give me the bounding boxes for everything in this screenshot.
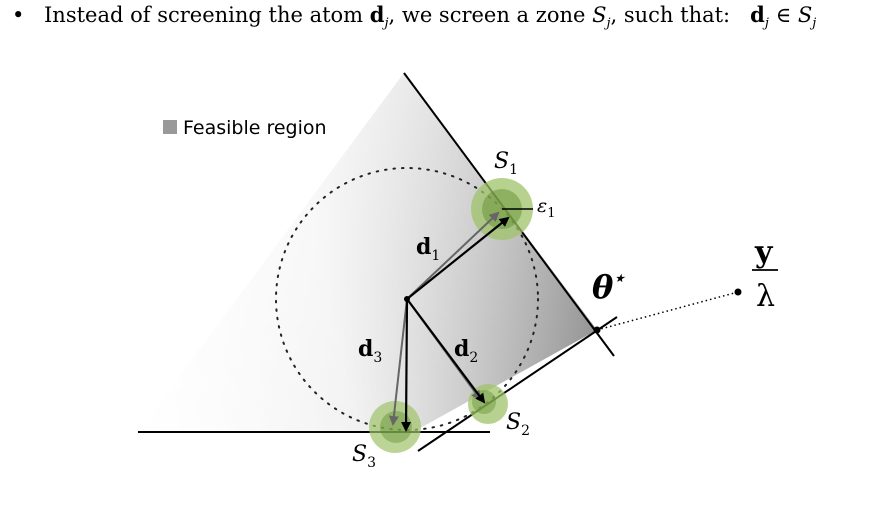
feasible-region-highlight [140, 73, 597, 432]
legend-label: Feasible region [183, 117, 327, 139]
d1-gray-arrow [406, 211, 500, 300]
zone-s3-core [380, 411, 412, 443]
condition-lhs-index: j [764, 16, 769, 31]
center-point [404, 296, 410, 302]
label-d2: d2 [454, 336, 478, 366]
label-s2: S2 [506, 410, 530, 439]
d3-arrow [401, 298, 412, 432]
projection-line [596, 291, 739, 331]
zone-symbol: S [592, 3, 607, 27]
bullet-statement: •Instead of screening the atom dj, we sc… [12, 2, 816, 36]
label-lambda: λ [756, 279, 775, 314]
zone-s3 [369, 401, 421, 453]
label-s1: S1 [494, 149, 518, 178]
label-d3: d3 [358, 336, 382, 366]
condition-rhs: S [797, 3, 813, 27]
statement-text-3: , such that: [610, 3, 731, 27]
condition-rhs-index: j [812, 16, 817, 31]
condition-op: ∈ [775, 3, 792, 27]
statement-text-2: , we screen a zone [388, 3, 593, 27]
legend-swatch [163, 120, 177, 134]
atom-symbol: d [369, 2, 385, 27]
d3-gray-arrow [388, 298, 408, 426]
d2-arrow [406, 298, 486, 404]
label-s3: S3 [352, 442, 376, 471]
statement-text-1: Instead of screening the atom [44, 3, 370, 27]
y-over-lambda-point [734, 288, 742, 296]
d1-arrow [406, 216, 510, 300]
bullet-dot: • [12, 3, 25, 27]
label-y: y [754, 235, 774, 270]
label-epsilon: ε1 [537, 195, 555, 221]
condition-lhs: d [750, 2, 765, 27]
label-theta-star: θ⋆ [592, 268, 625, 306]
label-d1: d1 [416, 234, 440, 264]
atom-index: j [384, 16, 389, 31]
boundary-lower-right [417, 316, 618, 452]
zone-index: j [606, 16, 611, 31]
